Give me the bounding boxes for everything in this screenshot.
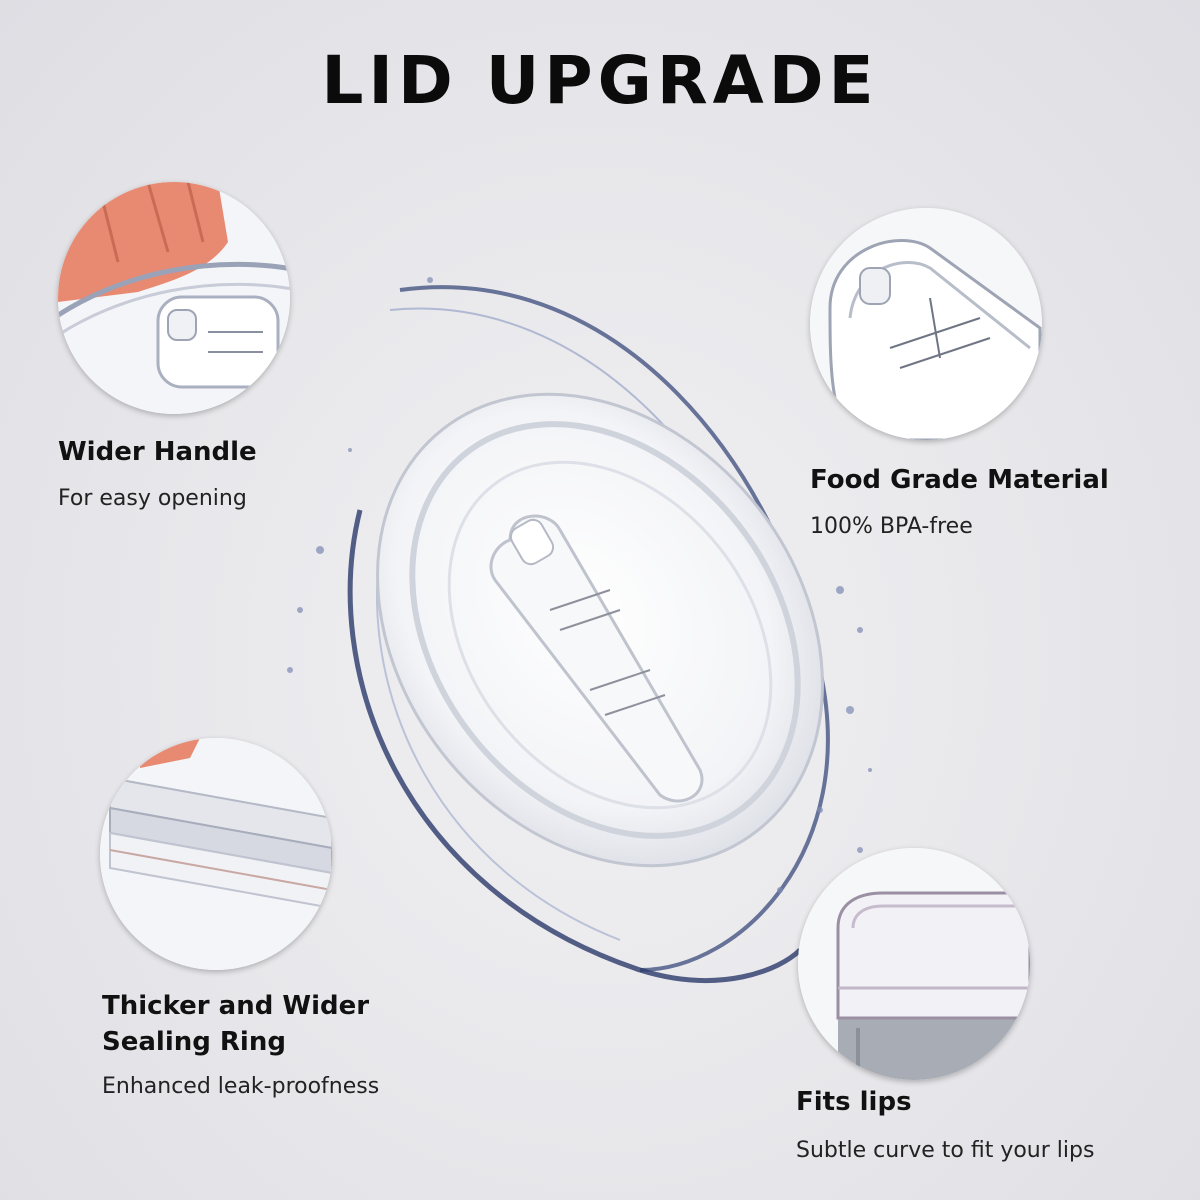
lip-fit-closeup-image [798,848,1030,1080]
feature-title-food-grade: Food Grade Material [810,465,1109,495]
feature-desc-sealing-ring: Enhanced leak-proofness [102,1074,380,1099]
feature-title-sealing-ring: Thicker and Wider Sealing Ring [102,988,369,1060]
handle-closeup-image [58,182,290,414]
lid-hero-image [260,157,900,1010]
lid-edge-icon [798,848,1030,1080]
lid-slider-icon [810,208,1042,440]
page-title: LID UPGRADE [321,42,879,119]
sealing-ring-closeup-image [100,738,332,970]
feature-title-sealing-ring-line2: Sealing Ring [102,1027,286,1057]
feature-title-wider-handle: Wider Handle [58,437,257,467]
lid-handle-icon [58,182,290,414]
feature-desc-food-grade: 100% BPA-free [810,514,973,539]
sealing-ring-icon [100,738,332,970]
feature-desc-wider-handle: For easy opening [58,486,247,511]
feature-desc-fits-lips: Subtle curve to fit your lips [796,1138,1095,1163]
feature-title-fits-lips: Fits lips [796,1087,912,1117]
lid-splash-illustration [287,157,892,983]
material-closeup-image [810,208,1042,440]
feature-title-sealing-ring-line1: Thicker and Wider [102,991,370,1021]
